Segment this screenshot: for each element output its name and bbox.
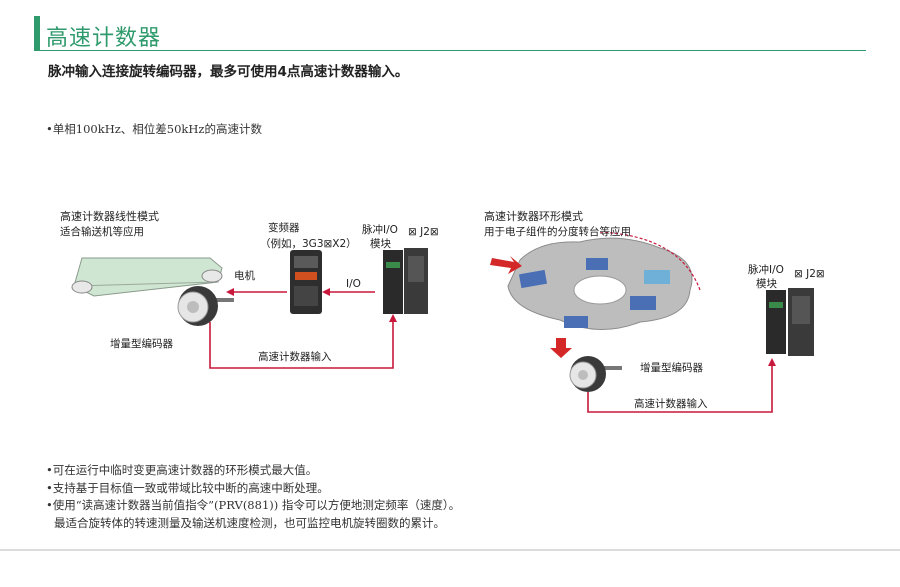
spec-note: •单相100kHz、相位差50kHz的高速计数 [46,122,262,136]
pulse-io-module-right-icon [766,288,814,356]
feed-arrows [490,256,572,358]
title-accent-bar [34,16,40,50]
counter-input-label: 高速计数器输入 [258,351,332,363]
ring-module-label: 模块 [756,278,777,290]
diagram-graphics [71,231,814,413]
io-label: I/O [346,278,361,290]
ring-mode-diagram: 高速计数器环形模式 用于电子组件的分度转台等应用 脉冲I/O 模块 ⊠ J2⊠ … [450,0,900,460]
encoder-label: 增量型编码器 [110,338,173,350]
ring-mode-title: 高速计数器环形模式 [484,210,583,223]
ring-j2-label: ⊠ J2⊠ [794,268,825,280]
inverter-example: （例如，3G3⊠X2） [260,238,357,250]
ring-signal-arrow [587,364,773,413]
footer-divider [0,549,900,551]
ring-mode-desc: 用于电子组件的分度转台等应用 [484,226,631,238]
ring-pulse-io-label: 脉冲I/O [748,264,784,276]
conveyor-belt [71,257,223,297]
feature-list: •可在运行中临时变更高速计数器的环形模式最大值。 •支持基于目标值一致或带域比较… [46,462,460,532]
pulse-io-label: 脉冲I/O [362,224,398,236]
page-subtitle: 脉冲输入连接旋转编码器，最多可使用4点高速计数器输入。 [48,64,409,80]
rotary-index-table [507,231,701,330]
linear-mode-title: 高速计数器线性模式 [60,210,159,223]
feature-item: •使用“读高速计数器当前值指令”(PRV(881)) 指令可以方便地测定频率（速… [46,498,461,512]
page-title: 高速计数器 [46,26,162,51]
linear-mode-diagram: 高速计数器线性模式 适合输送机等应用 变频器 （例如，3G3⊠X2） 脉冲I/O… [0,0,450,460]
inverter-label: 变频器 [268,222,300,234]
feature-item: •可在运行中临时变更高速计数器的环形模式最大值。 [46,463,318,477]
linear-signal-arrows [209,291,394,369]
title-divider [34,50,866,51]
module-label: 模块 [370,238,391,250]
linear-mode-desc: 适合输送机等应用 [60,226,144,238]
encoder-left-icon [177,286,234,326]
ring-counter-input-label: 高速计数器输入 [634,398,708,410]
ring-encoder-label: 增量型编码器 [640,362,703,374]
encoder-right-icon [569,356,622,392]
pulse-io-module-left-icon [383,248,428,314]
motor-label: 电机 [234,270,255,282]
feature-item: 最适合旋转体的转速测量及输送机速度检测，也可监控电机旋转圈数的累计。 [54,515,445,530]
inverter-icon [290,250,322,314]
j2-label: ⊠ J2⊠ [408,226,439,238]
feature-item: •支持基于目标值一致或带域比较中断的高速中断处理。 [46,480,329,495]
